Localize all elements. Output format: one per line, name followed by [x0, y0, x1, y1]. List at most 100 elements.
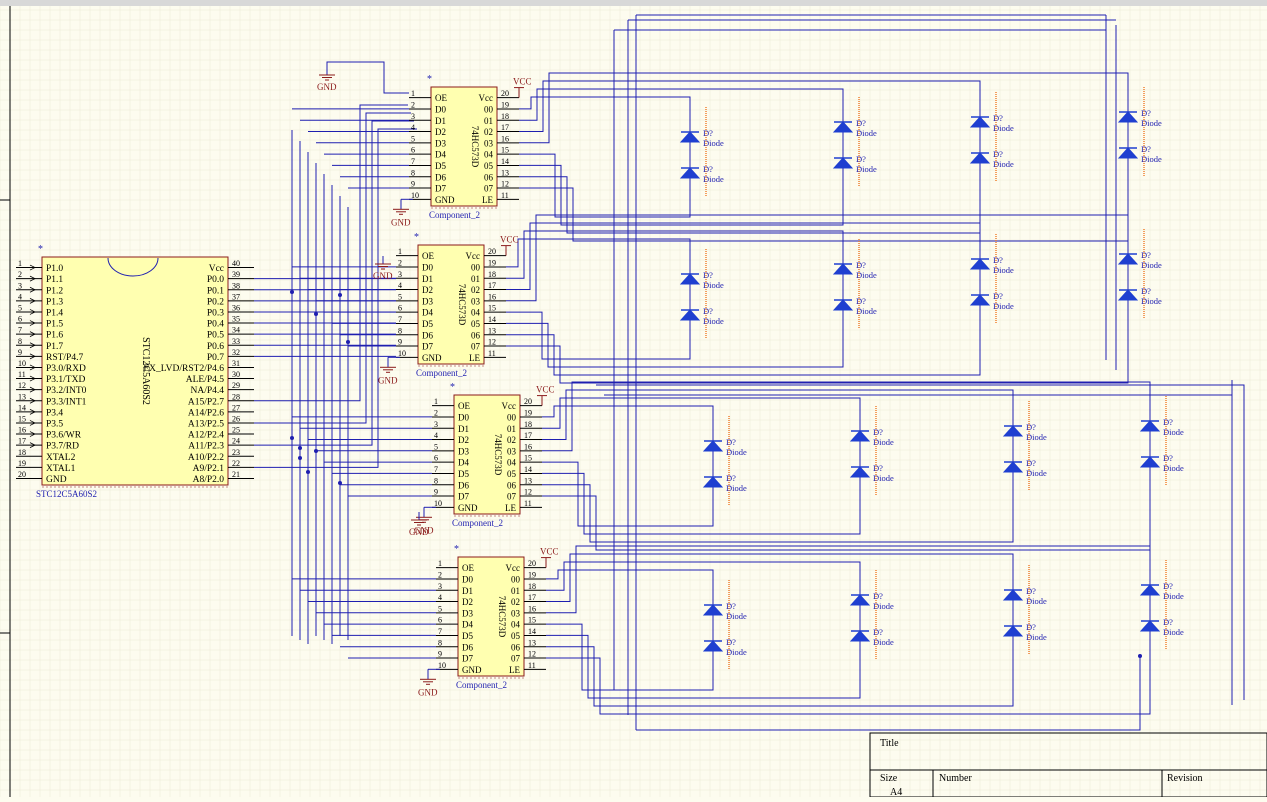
- junction-dot: [290, 436, 294, 440]
- pin-name: EX_LVD/RST2/P4.6: [143, 364, 224, 374]
- diode-comment: Diode: [873, 473, 894, 483]
- vcc-label: VCC: [500, 235, 519, 245]
- pin-name: ALE/P4.5: [186, 375, 225, 385]
- diode-designator: D?: [856, 296, 866, 306]
- pin-number: 15: [488, 304, 496, 313]
- pin-number: 3: [398, 270, 402, 279]
- pin-name: D5: [462, 631, 473, 641]
- pin-number: 28: [232, 392, 240, 401]
- pin-number: 7: [438, 627, 442, 636]
- pin-name: GND: [462, 665, 482, 675]
- diode-designator: D?: [1163, 453, 1173, 463]
- pin-number: 20: [501, 89, 509, 98]
- pin-number: 4: [438, 593, 442, 602]
- pin-number: 17: [524, 431, 532, 440]
- pin-number: 13: [18, 392, 26, 401]
- pin-number: 16: [488, 292, 496, 301]
- pin-name: D4: [435, 150, 446, 160]
- pin-name: D0: [458, 412, 469, 422]
- chip-designator: *: [454, 544, 459, 555]
- diode-comment: Diode: [726, 647, 747, 657]
- pin-number: 5: [438, 604, 442, 613]
- pin-number: 13: [528, 638, 536, 647]
- pin-name: P0.4: [207, 320, 224, 330]
- pin-name: D3: [458, 446, 469, 456]
- diode: D?Diode: [849, 624, 894, 648]
- pin-number: 21: [232, 470, 240, 479]
- diode-comment: Diode: [1163, 627, 1184, 637]
- diode: D?Diode: [702, 470, 747, 494]
- pin-name: Vcc: [466, 251, 481, 261]
- pin-number: 1: [398, 247, 402, 256]
- pin-number: 16: [501, 134, 509, 143]
- pin-name: OE: [435, 93, 447, 103]
- chip-comment: Component_2: [452, 518, 503, 528]
- pin-name: A10/P2.2: [188, 453, 224, 463]
- pin-number: 17: [501, 123, 509, 132]
- diode-designator: D?: [856, 154, 866, 164]
- pin-name: P0.3: [207, 308, 224, 318]
- diode: D?Diode: [1139, 578, 1184, 602]
- pin-name: OE: [422, 251, 434, 261]
- pin-number: 8: [434, 476, 438, 485]
- diode: D?Diode: [679, 267, 724, 291]
- pin-name: RST/P4.7: [46, 353, 83, 363]
- diode-body: [832, 157, 854, 169]
- wire: [546, 545, 1151, 614]
- pin-number: 31: [232, 359, 240, 368]
- diode-designator: D?: [993, 113, 1003, 123]
- pin-name: 05: [471, 319, 481, 329]
- wire: [519, 88, 844, 121]
- pin-number: 5: [434, 442, 438, 451]
- chip-comment: Component_2: [429, 210, 480, 220]
- diode-body: [832, 121, 854, 133]
- pin-number: 9: [438, 650, 442, 659]
- diode-body: [1117, 147, 1139, 159]
- diode-comment: Diode: [993, 159, 1014, 169]
- wire: [326, 61, 409, 94]
- pin-number: 12: [501, 180, 509, 189]
- pin-number: 27: [232, 403, 240, 412]
- pin-number: 10: [434, 499, 442, 508]
- pin-name: D1: [458, 424, 469, 434]
- pin-number: 34: [232, 326, 240, 335]
- wire: [254, 104, 408, 402]
- diode-body: [849, 630, 871, 642]
- pin-name: D6: [458, 480, 469, 490]
- pin-number: 11: [488, 349, 496, 358]
- gnd-label: GND: [391, 217, 411, 227]
- pin-number: 39: [232, 270, 240, 279]
- diode-comment: Diode: [856, 306, 877, 316]
- pin-number: 18: [524, 420, 532, 429]
- chip-part-name: 74HC573D: [497, 596, 507, 638]
- pin-number: 22: [232, 459, 240, 468]
- pin-number: 12: [488, 338, 496, 347]
- vcc-label: VCC: [540, 547, 559, 557]
- pin-io-arrow: [29, 309, 36, 315]
- pin-number: 16: [528, 604, 536, 613]
- pin-number: 4: [398, 281, 402, 290]
- pin-name: D6: [435, 172, 446, 182]
- pin-number: 7: [434, 465, 438, 474]
- junction-dot: [298, 446, 302, 450]
- pin-name: P1.1: [46, 275, 63, 285]
- pin-name: A8/P2.0: [193, 475, 225, 485]
- pin-name: P1.5: [46, 320, 63, 330]
- junction-dot: [346, 340, 350, 344]
- pin-number: 18: [528, 582, 536, 591]
- diode: D?Diode: [832, 293, 877, 317]
- pin-number: 8: [438, 638, 442, 647]
- pin-number: 11: [501, 191, 509, 200]
- pin-number: 4: [434, 431, 438, 440]
- pin-name: 02: [471, 285, 480, 295]
- pin-number: 6: [438, 616, 442, 625]
- diode: D?Diode: [1117, 247, 1162, 271]
- diode: D?Diode: [1117, 141, 1162, 165]
- pin-name: P3.4: [46, 408, 63, 418]
- pin-io-arrow: [29, 431, 36, 437]
- diode: D?Diode: [1002, 619, 1047, 643]
- diode-designator: D?: [1026, 458, 1036, 468]
- pin-number: 25: [232, 426, 240, 435]
